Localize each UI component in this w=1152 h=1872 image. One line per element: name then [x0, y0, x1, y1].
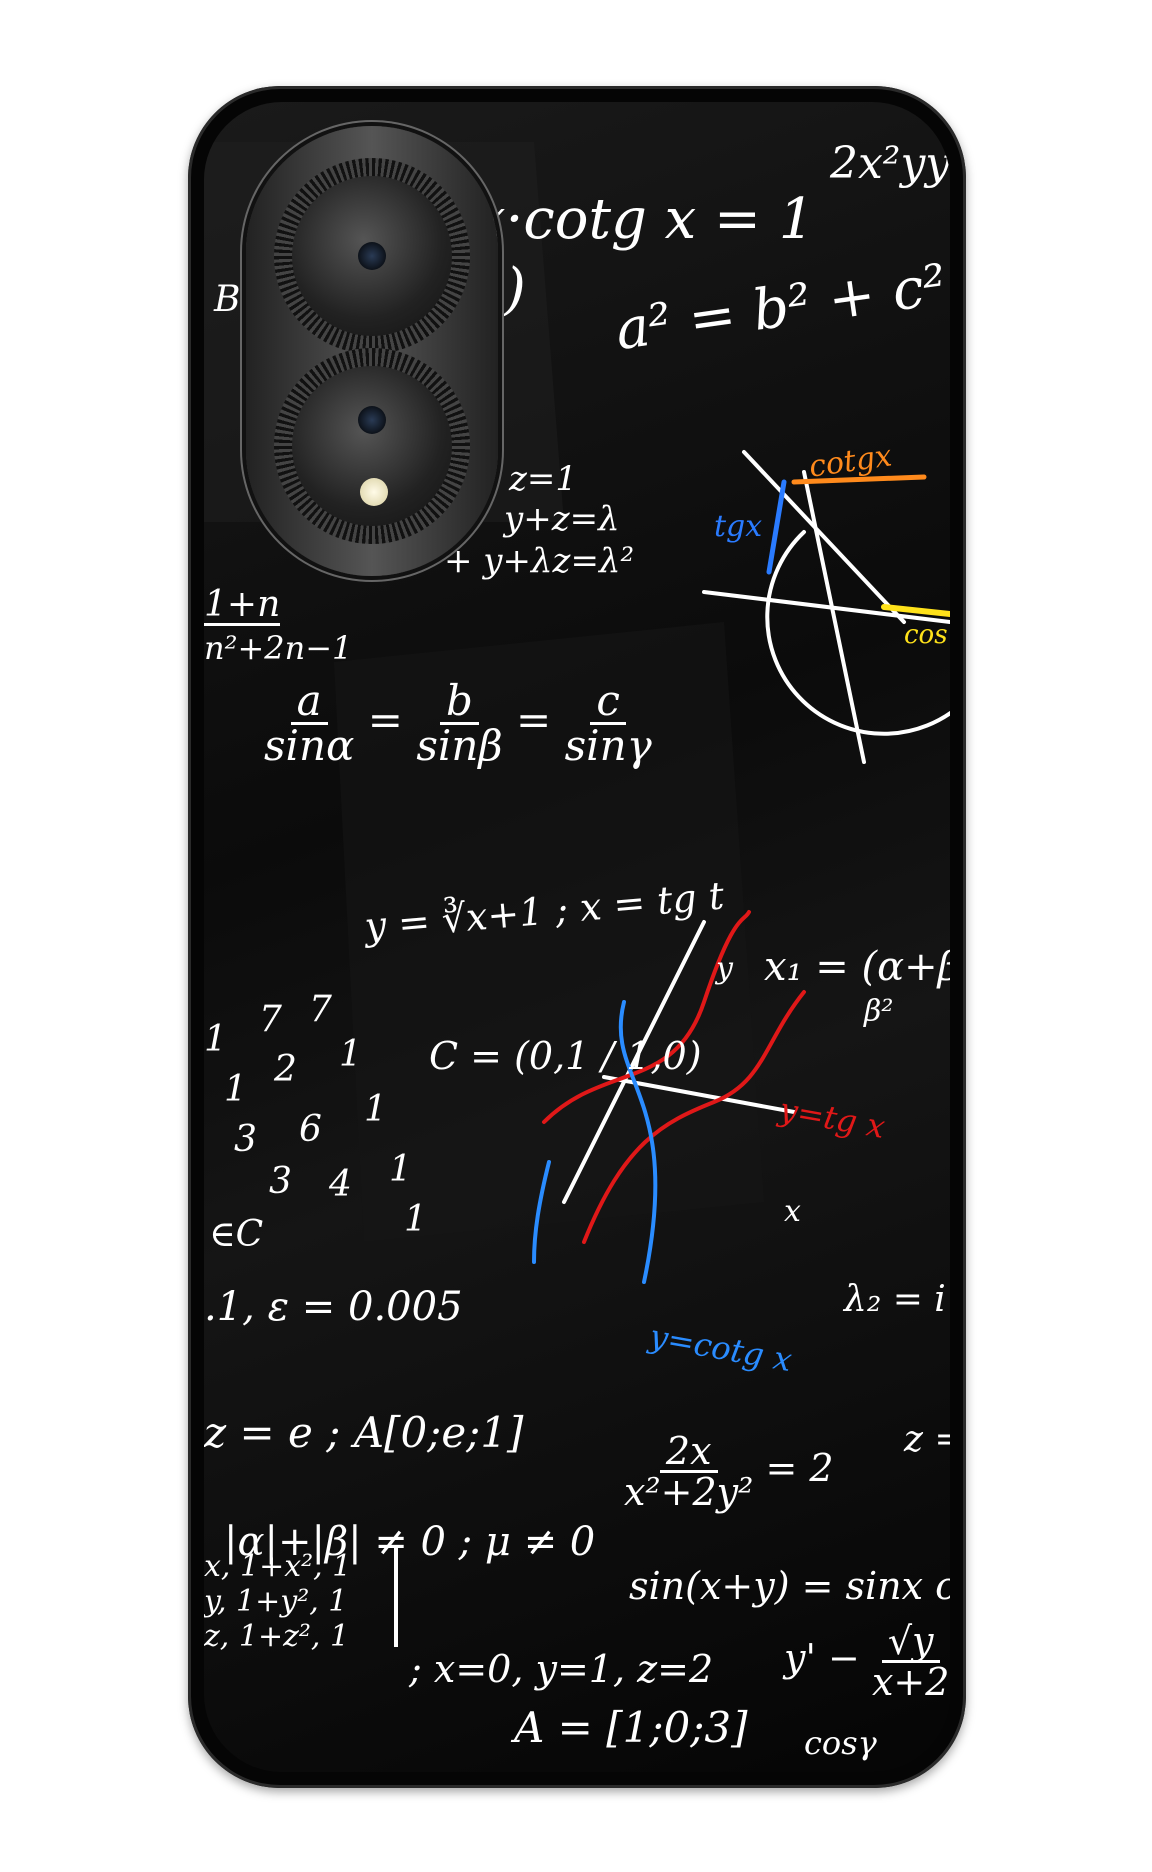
formula-lambda2: λ₂ = i: [844, 1279, 946, 1320]
formula-beta2: β²: [864, 994, 894, 1029]
formula-vector: A = [1;0;3]: [514, 1703, 748, 1752]
camera-lens-icon: [274, 348, 470, 544]
flash-icon: [360, 478, 388, 506]
label-axis-y: y: [716, 951, 733, 986]
camera-lens-icon: [274, 158, 470, 354]
formula-sys2: y+z=λ: [504, 499, 620, 539]
formula-paren: ): [504, 257, 526, 322]
formula-xyz: ; x=0, y=1, z=2: [409, 1647, 714, 1691]
camera-module: [246, 126, 498, 576]
label-circle-tg: tgx: [714, 509, 763, 544]
label-axis-x: x: [784, 1194, 801, 1229]
formula-sin-sum: sin(x+y) = sinx cos: [629, 1564, 950, 1608]
formula-z-eq: z =: [904, 1419, 950, 1460]
matrix-row-3: z, 1+z², 1: [204, 1619, 350, 1654]
formula-series-den: n²+2n−1: [204, 629, 353, 667]
formula-in-c: ∈C: [209, 1214, 264, 1255]
formula-matrix-c: C = (0,1 / 1,0): [429, 1034, 702, 1078]
unit-circle-diagram: [702, 450, 950, 764]
matrix-row-2: y, 1+y², 1: [204, 1584, 348, 1619]
formula-sys3: + y+λz=λ²: [444, 541, 635, 581]
formula-series-num: 1+n: [204, 584, 281, 626]
formula-x1: x₁ = (α+β: [764, 944, 950, 990]
matrix-row-1: x, 1+x², 1: [204, 1549, 352, 1584]
formula-abs: |α|+|β| ≠ 0 ; μ ≠ 0: [224, 1519, 596, 1565]
tangent-graph: [532, 910, 806, 1284]
label-circle-cos: cos: [904, 620, 948, 650]
formula-cosg: cosγ: [804, 1724, 877, 1762]
formula-cotg: x·cotg x = 1: [474, 187, 815, 252]
formula-top-right: 2x²yy: [830, 138, 950, 189]
formula-z-e: z = e ; A[0;e;1]: [204, 1408, 524, 1457]
formula-sys1: z=1: [509, 459, 578, 499]
formula-epsilon: .1, ε = 0.005: [204, 1284, 463, 1330]
formula-b: B: [214, 279, 241, 320]
